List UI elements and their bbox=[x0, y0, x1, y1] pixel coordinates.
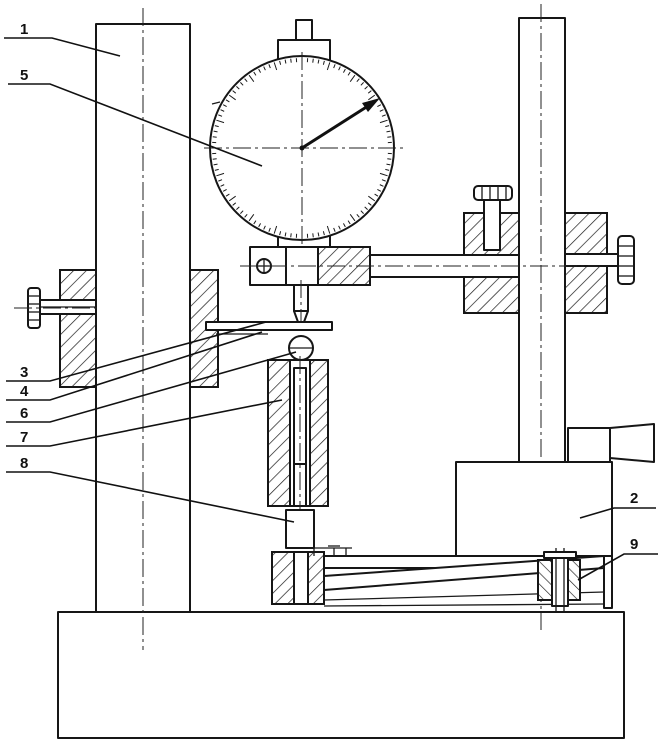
dial-tick bbox=[313, 233, 314, 237]
label-2: 2 bbox=[630, 490, 638, 507]
dial-indicator bbox=[204, 20, 404, 247]
bushing bbox=[268, 356, 328, 512]
pusher-rod bbox=[286, 510, 314, 548]
label-8: 8 bbox=[20, 455, 28, 472]
label-9: 9 bbox=[630, 536, 638, 553]
adjustment-screw bbox=[538, 548, 580, 612]
label-5: 5 bbox=[20, 67, 28, 84]
right-column bbox=[519, 18, 565, 463]
label-1: 1 bbox=[20, 21, 28, 38]
dial-tick bbox=[387, 159, 391, 160]
dial-tick bbox=[291, 233, 292, 237]
reference-plate bbox=[206, 322, 332, 330]
dial-tick bbox=[313, 59, 314, 63]
dial-tick bbox=[291, 59, 292, 63]
label-3: 3 bbox=[20, 364, 28, 381]
label-7: 7 bbox=[20, 429, 28, 446]
dial-tick bbox=[213, 137, 217, 138]
dial-tick bbox=[387, 137, 391, 138]
dial-tick bbox=[213, 159, 217, 160]
label-6: 6 bbox=[20, 405, 28, 422]
label-4: 4 bbox=[20, 383, 29, 400]
